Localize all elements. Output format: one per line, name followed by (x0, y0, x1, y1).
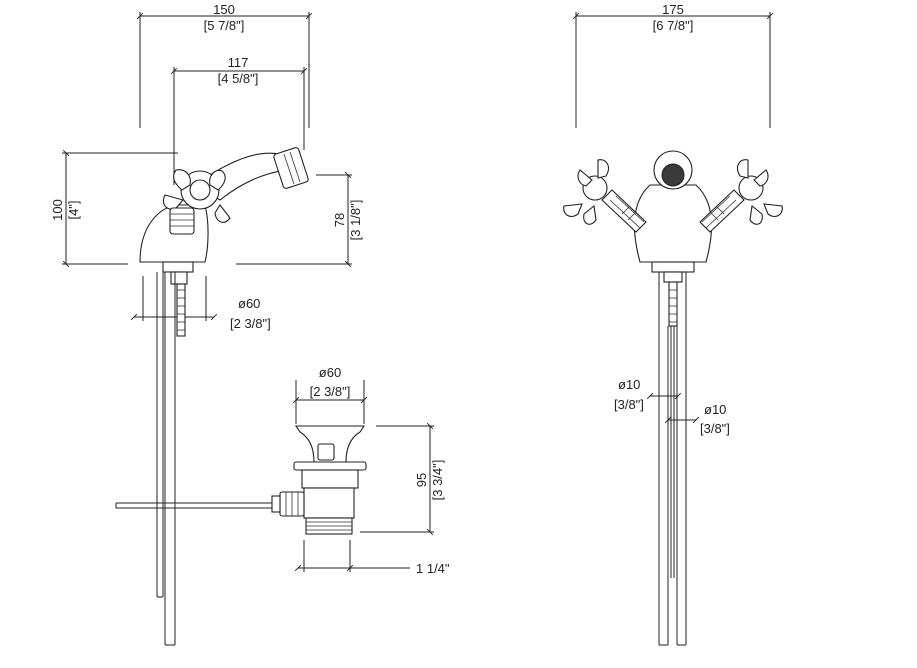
dimension-spout-height: 78 [3 1/8"] (236, 171, 363, 268)
dimension-thread-size: 1 1/4" (294, 540, 450, 576)
drain-view: ø60 [2 3/8"] 95 [3 3/4"] 1 1/4" (271, 365, 450, 576)
base-diameter-mm: ø60 (238, 296, 260, 311)
supply-right-mm: ø10 (704, 402, 726, 417)
width-overall-inch: [5 7/8"] (204, 18, 245, 33)
spout-reach-inch: [4 5/8"] (218, 71, 259, 86)
spout-reach-mm: 117 (228, 55, 249, 70)
spout-height-inch: [3 1/8"] (348, 200, 363, 241)
width-overall-mm: 150 (213, 2, 235, 17)
side-view: 150 [5 7/8"] 117 [4 5/8"] 100 [4"] 78 [3… (50, 2, 363, 646)
dimension-base-diameter: ø60 [2 3/8"] (130, 276, 271, 331)
dimension-drain-height: 95 [3 3/4"] (360, 422, 445, 536)
faucet-side (115, 147, 309, 646)
thread-size-label: 1 1/4" (416, 561, 450, 576)
dimension-front-width: 175 [6 7/8"] (572, 2, 774, 128)
dimension-supply-right: ø10 [3/8"] (664, 402, 730, 436)
supply-left-inch: [3/8"] (614, 397, 644, 412)
supply-left-mm: ø10 (618, 377, 640, 392)
front-view: 175 [6 7/8"] (563, 2, 783, 646)
drain-height-mm: 95 (414, 473, 429, 487)
dimension-flange-diameter: ø60 [2 3/8"] (292, 365, 368, 424)
front-width-inch: [6 7/8"] (653, 18, 694, 33)
dimension-width-overall: 150 [5 7/8"] (136, 2, 313, 128)
flange-diameter-mm: ø60 (319, 365, 341, 380)
base-diameter-inch: [2 3/8"] (230, 316, 271, 331)
spout-height-mm: 78 (332, 213, 347, 227)
dimension-height-overall: 100 [4"] (50, 149, 178, 268)
flange-diameter-inch: [2 3/8"] (310, 384, 351, 399)
front-width-mm: 175 (662, 2, 684, 17)
dimension-supply-left: ø10 [3/8"] (614, 377, 682, 412)
height-overall-mm: 100 (50, 199, 65, 221)
height-overall-inch: [4"] (66, 200, 81, 219)
drain-assembly (271, 425, 367, 535)
supply-right-inch: [3/8"] (700, 421, 730, 436)
faucet-front (563, 150, 783, 646)
drain-height-inch: [3 3/4"] (430, 460, 445, 501)
dimension-spout-reach: 117 [4 5/8"] (170, 55, 308, 185)
